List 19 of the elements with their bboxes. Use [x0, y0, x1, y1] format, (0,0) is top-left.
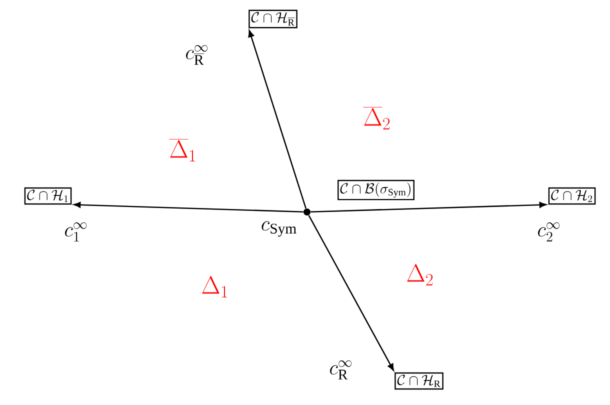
- region-box: $\mathcal{C}\cap\mathcal{H}_1$: [24, 187, 72, 205]
- arrow: [74, 202, 304, 213]
- point-label: $c^{\infty}_{1}$: [65, 222, 87, 242]
- arrow: [308, 214, 394, 371]
- arrow: [310, 202, 546, 213]
- region-label: $\overline{\Delta}_2$: [363, 107, 390, 130]
- point-label: $c^{\infty}_{\overline{\mathrm{R}}}$: [186, 45, 208, 65]
- point-dot: [304, 208, 310, 216]
- region-label: $\Delta_2$: [407, 264, 433, 286]
- region-box: $\mathcal{C}\cap\mathcal{B}(\sigma_{\mathrm{Sym}})$: [338, 180, 414, 200]
- arrow: [248, 30, 306, 209]
- region-label: $\Delta_1$: [202, 276, 228, 298]
- region-label: $\overline{\Delta}_1$: [169, 139, 196, 162]
- point-label: $c^{\infty}_{2}$: [538, 222, 560, 242]
- point-label: $c_{\mathrm{Sym}}$: [262, 221, 296, 237]
- region-box: $\mathcal{C}\cap\mathcal{H}_{\overline{\mathrm{R}}}$: [248, 10, 298, 28]
- point-label: $c^{\infty}_{\mathrm{R}}$: [330, 360, 352, 380]
- region-box: $\mathcal{C}\cap\mathcal{H}_2$: [548, 187, 596, 205]
- region-box: $\mathcal{C}\cap\mathcal{H}_{\mathrm{R}}$: [394, 372, 444, 390]
